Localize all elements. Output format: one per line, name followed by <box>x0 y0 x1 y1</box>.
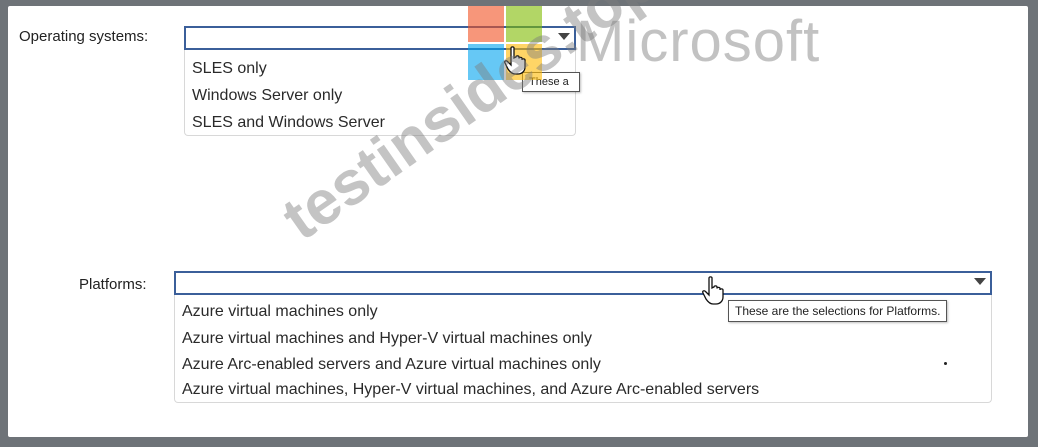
os-label: Operating systems: <box>19 28 149 45</box>
hand-cursor-icon <box>504 46 526 75</box>
hand-cursor-icon <box>702 276 724 305</box>
platforms-dropdown[interactable] <box>174 271 992 295</box>
platforms-option[interactable]: Azure virtual machines and Hyper-V virtu… <box>182 330 592 347</box>
platforms-option[interactable]: Azure virtual machines only <box>182 303 378 320</box>
platforms-label: Platforms: <box>79 276 147 293</box>
os-option[interactable]: SLES and Windows Server <box>192 114 385 131</box>
platforms-tooltip: These are the selections for Platforms. <box>728 300 948 322</box>
microsoft-wordmark: Microsoft <box>576 9 821 74</box>
chevron-down-icon[interactable] <box>974 278 986 285</box>
platforms-option[interactable]: Azure Arc-enabled servers and Azure virt… <box>182 356 601 373</box>
os-option[interactable]: SLES only <box>192 60 267 77</box>
platforms-option[interactable]: Azure virtual machines, Hyper-V virtual … <box>182 381 760 398</box>
logo-blue-square <box>468 44 504 80</box>
stray-dot <box>944 362 947 365</box>
logo-red-square <box>468 6 504 42</box>
chevron-down-icon[interactable] <box>558 33 570 40</box>
os-option[interactable]: Windows Server only <box>192 87 343 104</box>
logo-green-square <box>506 6 542 42</box>
